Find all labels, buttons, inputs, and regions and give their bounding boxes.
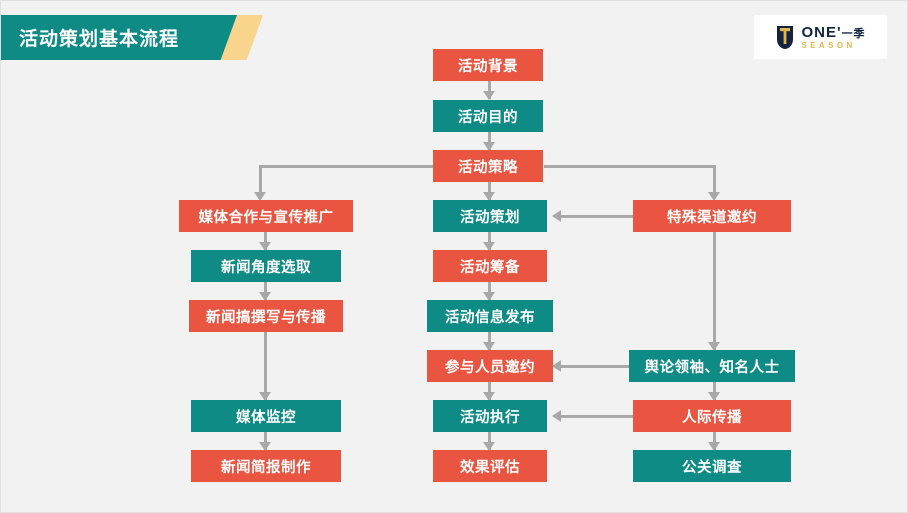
node-media-monitoring[interactable]: 媒体监控 (191, 400, 341, 432)
node-pr-survey[interactable]: 公关调查 (633, 450, 791, 482)
logo-wordmark-en: ONE' (801, 23, 842, 41)
connector-n12-n13 (488, 382, 491, 400)
logo-text: ONE'一季 SEASON (801, 25, 865, 50)
arrowhead-n15-n16 (708, 342, 720, 351)
node-opinion-leaders[interactable]: 舆论领袖、知名人士 (629, 350, 795, 382)
arrowhead-n3-n4 (254, 192, 266, 201)
node-special-channel-invite[interactable]: 特殊渠道邀约 (633, 200, 791, 232)
node-news-writing-spread[interactable]: 新闻搞撰写与传播 (189, 300, 343, 332)
connector-n11-n12 (488, 332, 491, 350)
connector-n15-n16 (713, 232, 716, 350)
node-media-cooperation[interactable]: 媒体合作与宣传推广 (179, 200, 353, 232)
node-news-brief-production[interactable]: 新闻简报制作 (191, 450, 341, 482)
connector-n3-n9 (488, 182, 491, 200)
arrowhead-n9-n10 (483, 242, 495, 251)
connector-n3-n15-horizontal (544, 165, 716, 168)
connector-n17-n18 (713, 432, 716, 450)
logo-subtext: SEASON (801, 40, 856, 50)
node-activity-execution[interactable]: 活动执行 (433, 400, 547, 432)
logo-wordmark-cn: 一季 (841, 27, 866, 40)
connector-n13-n14 (488, 432, 491, 450)
connector-n4-n5 (264, 232, 267, 250)
connector-n3-n15-vertical (713, 165, 716, 193)
node-activity-strategy[interactable]: 活动策略 (433, 150, 543, 182)
connector-n16-n17 (713, 382, 716, 400)
arrowhead-n6-n7 (259, 392, 271, 401)
arrowhead-n12-n13 (483, 392, 495, 401)
connector-n9-n10 (488, 232, 491, 250)
arrowhead-n2-n3 (483, 142, 495, 151)
connector-n17-n13 (561, 415, 633, 418)
arrowhead-n17-n13 (552, 410, 561, 422)
arrowhead-n10-n11 (483, 292, 495, 301)
connector-n7-n8 (264, 432, 267, 450)
connector-n6-n7 (264, 332, 267, 400)
arrowhead-n5-n6 (259, 292, 271, 301)
arrowhead-n16-n12 (552, 360, 561, 372)
connector-n3-n4-horizontal (259, 165, 435, 168)
arrowhead-n1-n2 (483, 91, 495, 100)
connector-n10-n11 (488, 282, 491, 300)
arrowhead-n15-n9 (552, 210, 561, 222)
arrowhead-n4-n5 (259, 242, 271, 251)
connector-n15-n9 (561, 215, 633, 218)
arrowhead-n7-n8 (259, 442, 271, 451)
arrowhead-n11-n12 (483, 342, 495, 351)
node-news-angle-selection[interactable]: 新闻角度选取 (191, 250, 341, 282)
node-activity-purpose[interactable]: 活动目的 (433, 100, 543, 132)
node-interpersonal-spread[interactable]: 人际传播 (633, 400, 791, 432)
node-effect-evaluation[interactable]: 效果评估 (433, 450, 547, 482)
header-banner (1, 15, 233, 60)
connector-n3-n4-vertical (259, 165, 262, 193)
arrowhead-n13-n14 (483, 442, 495, 451)
arrowhead-n3-n9 (483, 192, 495, 201)
connector-n1-n2 (488, 81, 491, 99)
node-activity-background[interactable]: 活动背景 (433, 49, 543, 81)
arrowhead-n17-n18 (708, 442, 720, 451)
node-activity-preparation[interactable]: 活动筹备 (433, 250, 547, 282)
logo-wordmark: ONE'一季 (801, 25, 865, 40)
brand-logo: ONE'一季 SEASON (754, 15, 887, 59)
connector-n5-n6 (264, 282, 267, 300)
arrowhead-n3-n15 (708, 192, 720, 201)
page-title: 活动策划基本流程 (19, 29, 180, 50)
connector-n16-n12 (561, 365, 633, 368)
node-activity-info-release[interactable]: 活动信息发布 (427, 300, 553, 332)
shield-logo-icon (777, 26, 794, 50)
node-participant-invitation[interactable]: 参与人员邀约 (427, 350, 553, 382)
arrowhead-n16-n17 (708, 392, 720, 401)
connector-n2-n3 (488, 132, 491, 150)
node-activity-planning[interactable]: 活动策划 (433, 200, 547, 232)
